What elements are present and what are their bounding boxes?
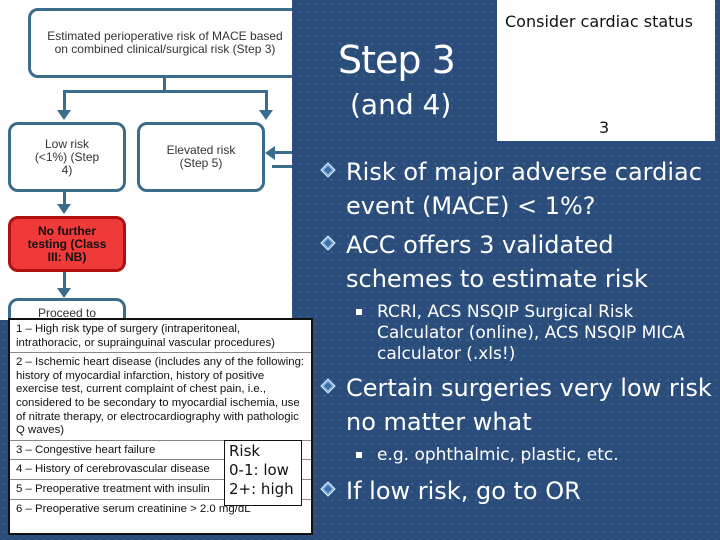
cardiac-status-number: 3 <box>599 118 610 137</box>
flow-box-mace-risk-text: Estimated perioperative risk of MACE bas… <box>47 29 283 56</box>
criteria-row: 5 – Preoperative treatment with insulin <box>10 480 311 500</box>
diamond-bullet-icon <box>320 162 336 178</box>
square-bullet-icon <box>356 309 362 315</box>
flow-box-low-risk: Low risk (<1%) (Step 4) <box>8 122 126 192</box>
arrow-left-icon <box>265 146 275 160</box>
flow-box-elevated-risk: Elevated risk (Step 5) <box>137 122 265 192</box>
sub-bullet-item: e.g. ophthalmic, plastic, etc. <box>356 445 714 466</box>
criteria-row: 2 – Ischemic heart disease (includes any… <box>10 353 311 441</box>
flow-connector <box>63 90 66 112</box>
flow-box-no-testing: No further testing (Class III: NB) <box>8 216 126 272</box>
criteria-table: 1 – High risk type of surgery (intraperi… <box>8 318 313 535</box>
arrow-down-icon <box>57 110 71 120</box>
flow-box-low-risk-text: Low risk (<1%) (Step 4) <box>34 136 100 177</box>
bullet-text: ACC offers 3 validated schemes to estima… <box>346 231 648 293</box>
arrow-down-icon <box>259 110 273 120</box>
flow-connector <box>265 90 268 112</box>
risk-score-low: 0-1: low <box>229 461 289 479</box>
bullet-text: If low risk, go to OR <box>346 477 581 505</box>
cardiac-status-text: Consider cardiac status <box>505 12 693 31</box>
criteria-row: 3 – Congestive heart failure <box>10 441 311 461</box>
flow-connector <box>272 165 292 168</box>
diamond-bullet-icon <box>320 481 336 497</box>
risk-score-high: 2+: high <box>229 480 294 498</box>
bullet-item: If low risk, go to OR <box>320 474 720 508</box>
bullet-item: Risk of major adverse cardiac event (MAC… <box>320 155 720 223</box>
bullet-text: Risk of major adverse cardiac event (MAC… <box>346 158 702 220</box>
flow-connector <box>63 272 66 290</box>
flow-box-no-testing-text: No further testing (Class III: NB) <box>27 223 107 264</box>
flow-box-proceed: Proceed to <box>8 298 126 320</box>
slide-subtitle: (and 4) <box>350 88 452 121</box>
flow-box-mace-risk: Estimated perioperative risk of MACE bas… <box>28 8 292 78</box>
flow-box-elevated-risk-text: Elevated risk (Step 5) <box>166 143 236 170</box>
sub-bullet-text: e.g. ophthalmic, plastic, etc. <box>377 445 619 465</box>
arrow-down-icon <box>57 288 71 298</box>
slide-title: Step 3 <box>338 38 456 82</box>
criteria-row: 4 – History of cerebrovascular disease <box>10 460 311 480</box>
sub-bullet-item: RCRI, ACS NSQIP Surgical Risk Calculator… <box>356 302 714 365</box>
bullet-text: Certain surgeries very low risk no matte… <box>346 374 712 436</box>
flow-connector <box>63 192 66 206</box>
diamond-bullet-icon <box>320 378 336 394</box>
diamond-bullet-icon <box>320 235 336 251</box>
criteria-row: 1 – High risk type of surgery (intraperi… <box>10 320 311 354</box>
sub-bullet-text: RCRI, ACS NSQIP Surgical Risk Calculator… <box>377 302 685 364</box>
square-bullet-icon <box>356 452 362 458</box>
cardiac-status-box: Consider cardiac status 3 <box>497 0 715 141</box>
risk-score-box: Risk 0-1: low 2+: high <box>224 440 302 506</box>
arrow-down-icon <box>57 204 71 214</box>
risk-score-title: Risk <box>229 442 261 460</box>
bullet-item: Certain surgeries very low risk no matte… <box>320 371 720 439</box>
flow-connector <box>63 90 268 93</box>
flowchart-panel: Estimated perioperative risk of MACE bas… <box>0 0 292 320</box>
bullet-item: ACC offers 3 validated schemes to estima… <box>320 228 720 296</box>
criteria-row: 6 – Preoperative serum creatinine > 2.0 … <box>16 502 251 515</box>
flow-connector <box>163 78 166 92</box>
flow-connector <box>274 151 292 154</box>
flow-box-proceed-text: Proceed to <box>37 306 97 320</box>
